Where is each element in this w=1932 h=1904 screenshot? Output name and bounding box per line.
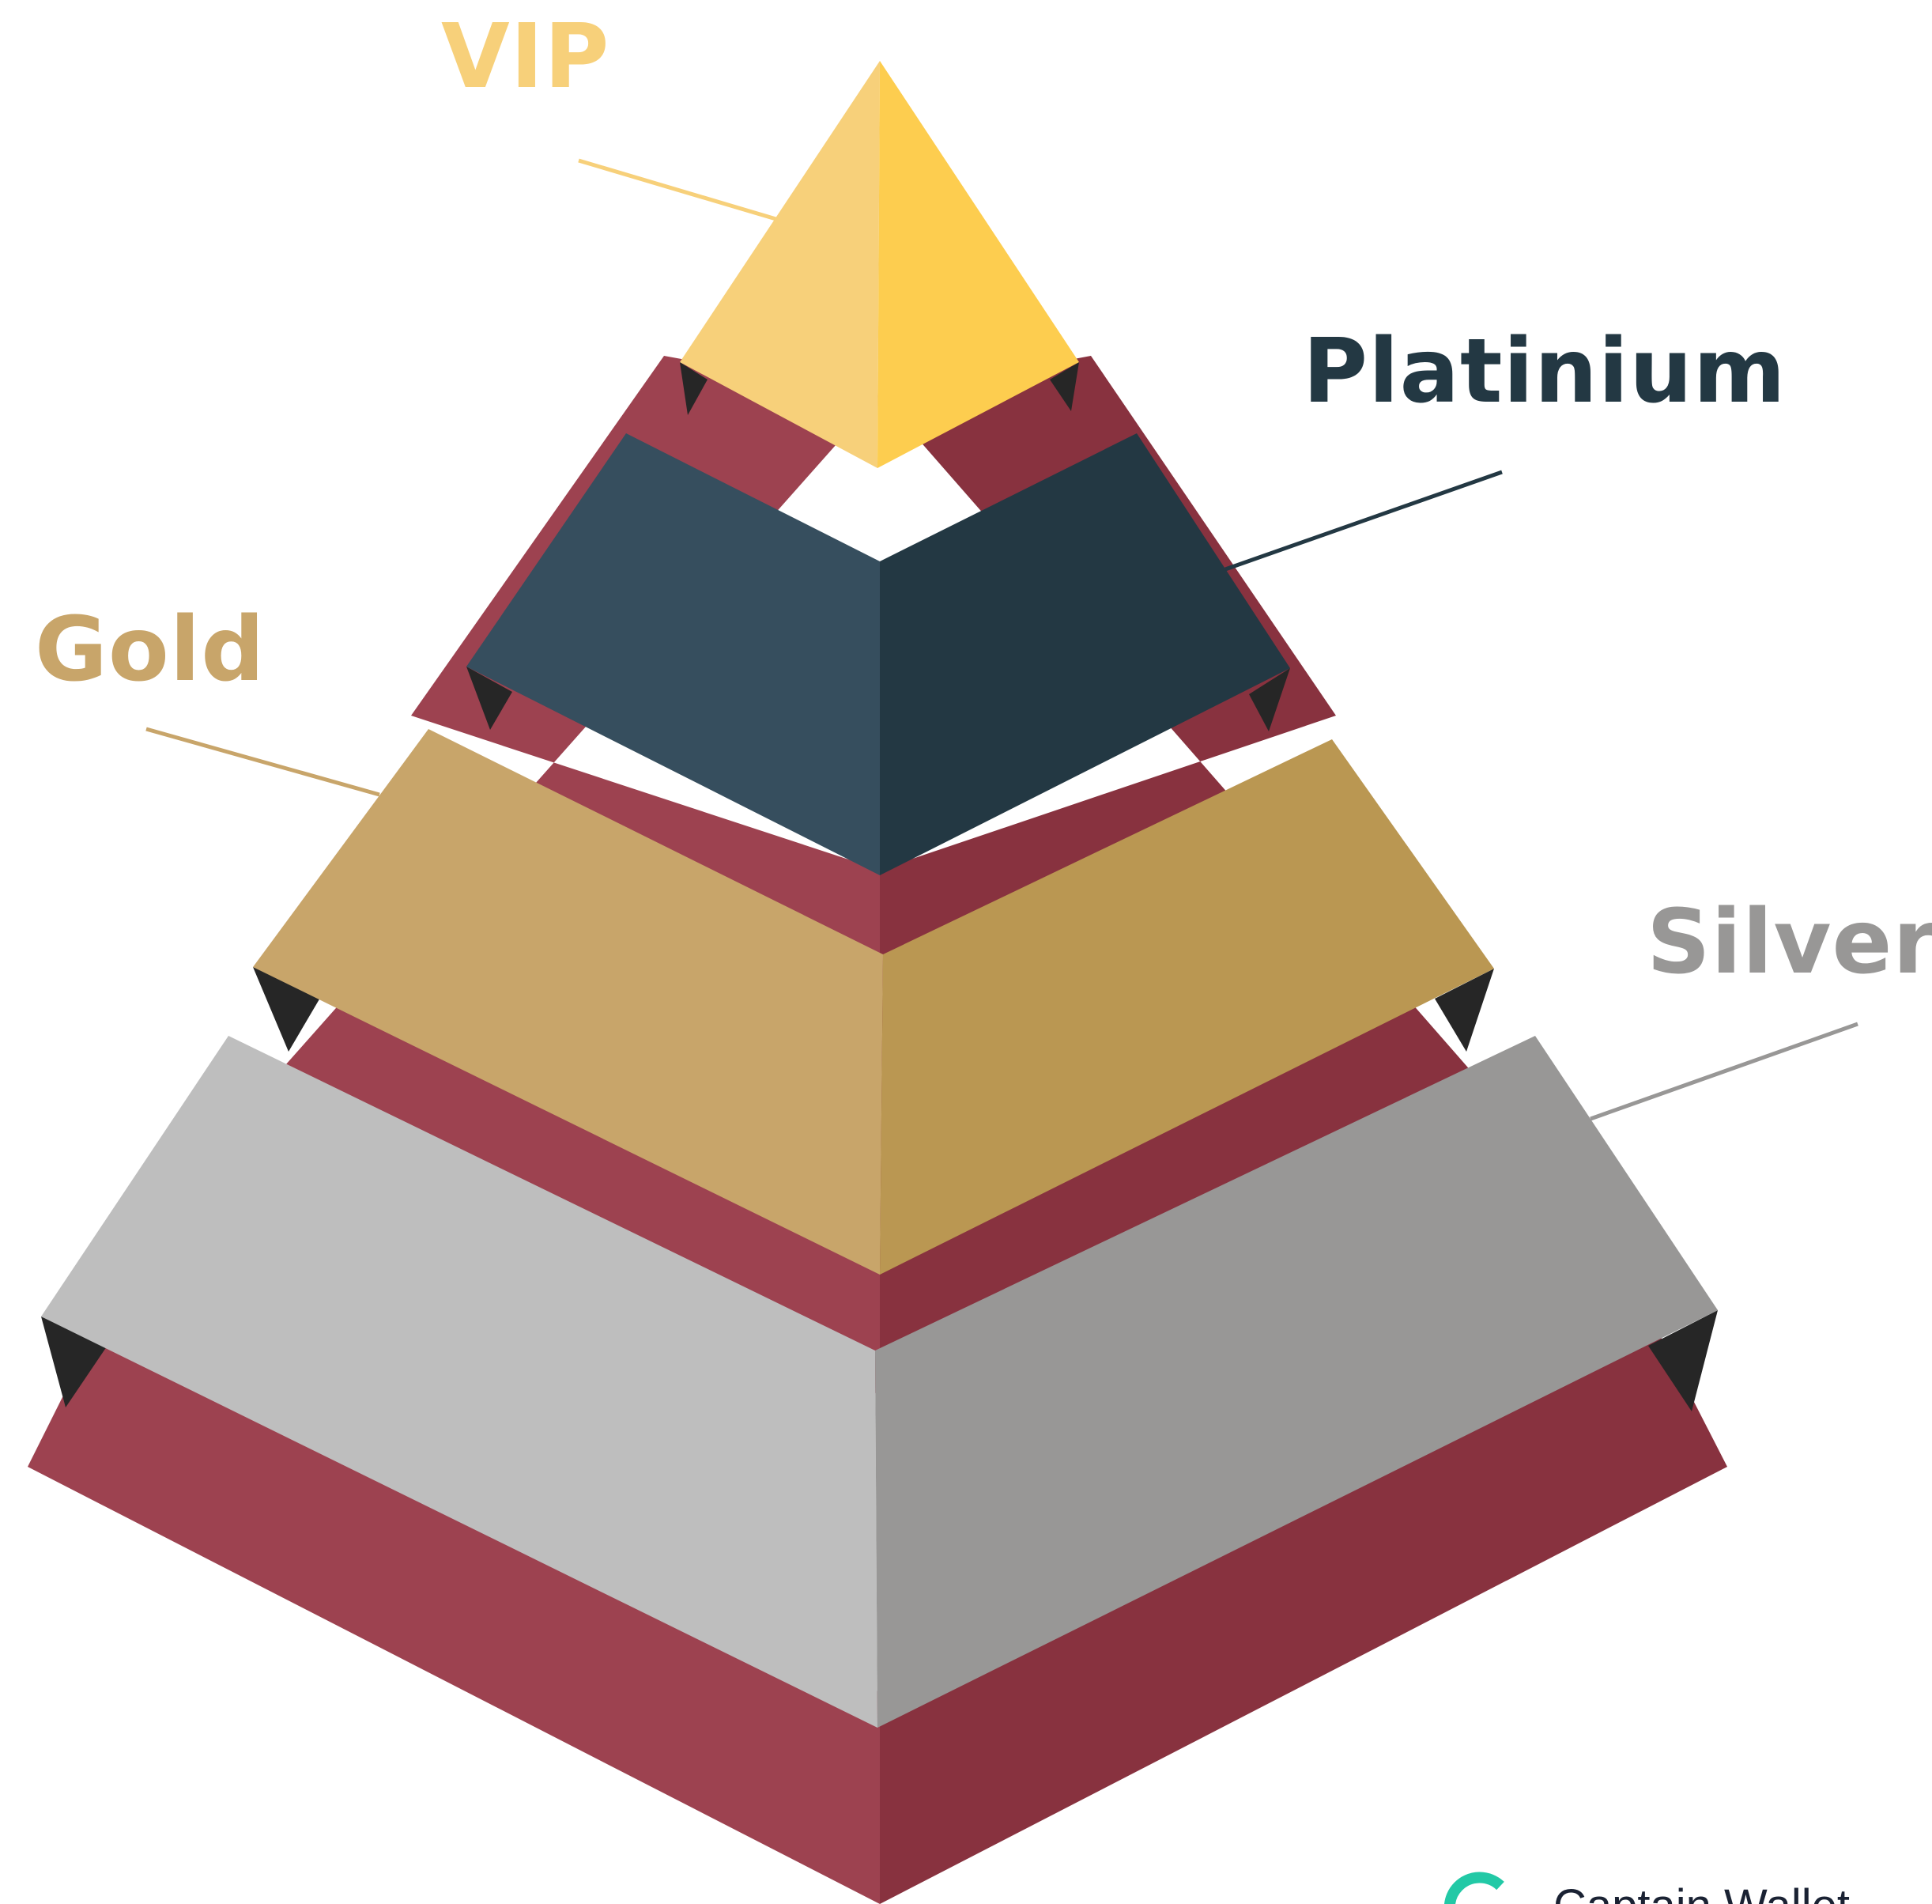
vip-tip-right xyxy=(877,61,1079,468)
shadow-gold-right xyxy=(1435,969,1494,1052)
shadow-vip-left xyxy=(680,362,708,415)
vip-label: VIP xyxy=(441,6,609,108)
silver-label: Silver xyxy=(1647,891,1932,994)
gold-label: Gold xyxy=(35,599,265,701)
shadow-gold-left xyxy=(253,967,320,1052)
silver-slab-right xyxy=(875,1036,1718,1728)
core-base-right xyxy=(880,1313,1727,1904)
shadow-platinium-right xyxy=(1249,668,1290,731)
shadow-platinium-left xyxy=(466,667,512,730)
brand-logo-icon xyxy=(1444,1872,1504,1904)
platinium-slab-right xyxy=(880,433,1290,875)
platinium-leader-line xyxy=(1224,470,1503,572)
silver-leader-line xyxy=(1590,1022,1858,1121)
gold-leader-line xyxy=(145,727,380,797)
gold-slab-left xyxy=(253,729,883,1275)
brand-watermark: Captain Wallet xyxy=(1444,1872,1850,1904)
vip-tip-left xyxy=(680,61,880,468)
platinium-slab-left xyxy=(466,433,880,875)
silver-slab-left xyxy=(41,1036,877,1728)
gold-slab-right xyxy=(880,739,1494,1275)
shadow-base-right xyxy=(1648,1310,1718,1411)
shadow-vip-right xyxy=(1050,362,1079,411)
core-base-left xyxy=(28,1309,880,1904)
vip-leader-line xyxy=(578,158,779,222)
platinium-label: Platinium xyxy=(1303,320,1787,423)
brand-name: Captain Wallet xyxy=(1553,1880,1850,1904)
